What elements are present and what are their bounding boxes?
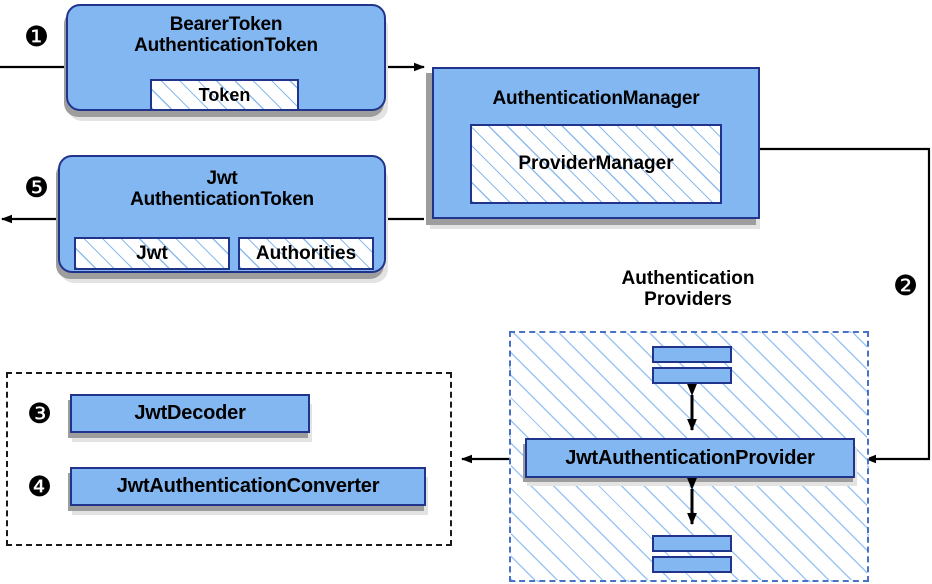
node-jwt-decoder-title: JwtDecoder: [134, 402, 246, 425]
inner-box-token-label: Token: [198, 84, 251, 105]
inner-box-jwt[interactable]: Jwt: [74, 237, 230, 270]
inner-box-jwt-label: Jwt: [136, 242, 168, 264]
generic-provider-bar-top-2: [652, 367, 732, 384]
node-authentication-manager-title: AuthenticationManager: [492, 88, 700, 109]
node-bearer-token-title: BearerToken AuthenticationToken: [134, 14, 318, 57]
node-jwt-authentication-provider[interactable]: JwtAuthenticationProvider: [525, 438, 855, 478]
node-jwt-authentication-provider-title: JwtAuthenticationProvider: [565, 446, 815, 469]
inner-box-provider-manager-label: ProviderManager: [518, 153, 674, 174]
generic-provider-bar-bottom-1: [652, 535, 732, 552]
inner-box-authorities-label: Authorities: [255, 242, 357, 264]
inner-box-provider-manager[interactable]: ProviderManager: [470, 124, 722, 204]
badge-step-3: ❸: [27, 397, 53, 430]
authentication-providers-label: Authentication Providers: [621, 268, 755, 311]
badge-step-1: ❶: [24, 20, 50, 53]
node-jwt-authentication-token-title: Jwt AuthenticationToken: [130, 168, 314, 211]
inner-box-token[interactable]: Token: [150, 79, 299, 111]
badge-step-5: ❺: [24, 171, 50, 204]
badge-step-2: ❷: [893, 269, 919, 302]
generic-provider-bar-bottom-2: [652, 556, 732, 573]
inner-box-authorities[interactable]: Authorities: [238, 237, 374, 270]
badge-step-4: ❹: [27, 470, 53, 503]
node-jwt-authentication-converter-title: JwtAuthenticationConverter: [116, 475, 380, 498]
node-jwt-decoder[interactable]: JwtDecoder: [70, 394, 310, 433]
node-jwt-authentication-converter[interactable]: JwtAuthenticationConverter: [70, 467, 426, 506]
jwt-helpers-container: [6, 372, 452, 546]
generic-provider-bar-top-1: [652, 346, 732, 363]
